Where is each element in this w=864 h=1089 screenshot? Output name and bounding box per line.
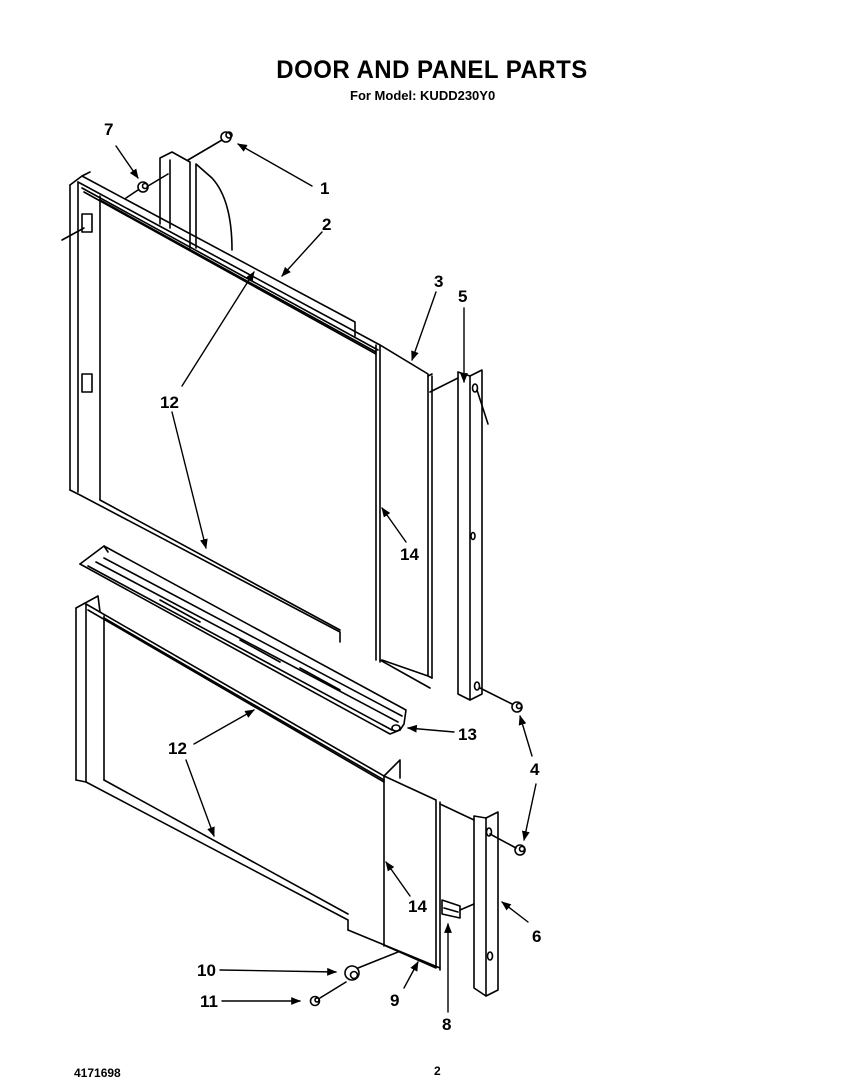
callout-5: 5 bbox=[458, 287, 467, 306]
callout-12-upper: 12 bbox=[160, 393, 179, 412]
lower-side-trim bbox=[439, 803, 499, 997]
callout-1: 1 bbox=[320, 179, 329, 198]
callout-6: 6 bbox=[532, 927, 541, 946]
callout-3: 3 bbox=[434, 272, 443, 291]
callout-13: 13 bbox=[458, 725, 477, 744]
upper-side-trim bbox=[429, 369, 489, 701]
handle-trim bbox=[79, 545, 407, 735]
document-number: 4171698 bbox=[74, 1066, 121, 1080]
lower-door-assembly bbox=[75, 595, 475, 971]
model-subtitle: For Model: KUDD230Y0 bbox=[350, 88, 496, 103]
callout-10: 10 bbox=[197, 961, 216, 980]
callout-leaders bbox=[115, 143, 537, 1013]
upper-door-assembly bbox=[61, 131, 433, 689]
callout-14-upper: 14 bbox=[400, 545, 419, 564]
callout-8: 8 bbox=[442, 1015, 451, 1034]
callout-2: 2 bbox=[322, 215, 331, 234]
callout-12-lower: 12 bbox=[168, 739, 187, 758]
callout-9: 9 bbox=[390, 991, 399, 1010]
page-number: 2 bbox=[434, 1064, 441, 1078]
callout-7: 7 bbox=[104, 120, 113, 139]
callout-4: 4 bbox=[530, 760, 540, 779]
callout-11: 11 bbox=[200, 992, 218, 1011]
page-title: DOOR AND PANEL PARTS bbox=[276, 56, 588, 84]
spacer-and-screw bbox=[309, 951, 399, 1007]
callout-14-lower: 14 bbox=[408, 897, 427, 916]
